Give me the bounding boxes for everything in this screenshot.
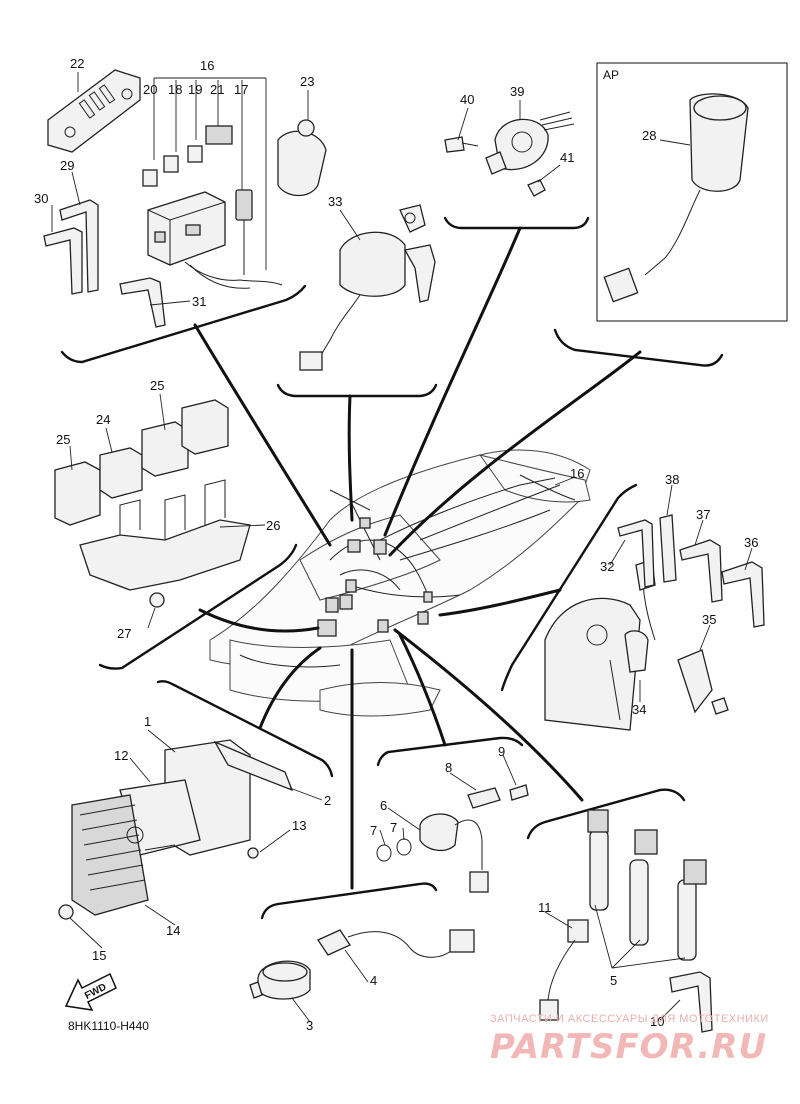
frame-top-left bbox=[60, 284, 307, 364]
group-frames bbox=[60, 216, 724, 920]
part-label-21: 21 bbox=[210, 82, 224, 97]
part-label-30: 30 bbox=[34, 191, 48, 206]
ap-box bbox=[596, 62, 788, 322]
frame-relays bbox=[98, 543, 298, 670]
part-label-34: 34 bbox=[632, 702, 646, 717]
connector-lines bbox=[193, 226, 642, 890]
part-label-16: 16 bbox=[200, 58, 214, 73]
part-label-18: 18 bbox=[168, 82, 182, 97]
watermark-logo: PARTSFOR.RU bbox=[490, 1027, 767, 1067]
frame-right bbox=[500, 483, 638, 692]
cable-tie-10 bbox=[669, 971, 713, 1033]
pressure-switch-3 bbox=[249, 960, 311, 1000]
part-label-3: 3 bbox=[306, 1018, 313, 1033]
part-label-31: 31 bbox=[192, 294, 206, 309]
part-number-labels: 22 16 20 18 19 21 17 23 29 30 31 33 40 3… bbox=[34, 56, 758, 1033]
part-label-25-top: 25 bbox=[150, 378, 164, 393]
part-label-4: 4 bbox=[370, 973, 377, 988]
part-label-35: 35 bbox=[702, 612, 716, 627]
part-label-9: 9 bbox=[498, 744, 505, 759]
frame-regulator bbox=[156, 680, 334, 778]
ap-label: AP bbox=[603, 68, 619, 82]
part-label-32: 32 bbox=[600, 559, 614, 574]
part-label-19: 19 bbox=[188, 82, 202, 97]
fuses-18-21 bbox=[142, 125, 233, 187]
cable-ties-32-38 bbox=[617, 514, 765, 628]
part-label-41: 41 bbox=[560, 150, 574, 165]
sensor-39 bbox=[444, 111, 575, 197]
part-label-2: 2 bbox=[324, 793, 331, 808]
diagram-code: 8HK1110-H440 bbox=[68, 1019, 149, 1033]
cable-ties-29-30-31 bbox=[43, 199, 166, 328]
frame-coils bbox=[526, 788, 686, 840]
regulator-group bbox=[58, 739, 294, 920]
wire-lead-4 bbox=[317, 929, 475, 958]
relays bbox=[54, 399, 251, 608]
part-label-7-left: 7 bbox=[370, 823, 377, 838]
part-label-13: 13 bbox=[292, 818, 306, 833]
part-label-17: 17 bbox=[234, 82, 248, 97]
fuse-cover-22 bbox=[47, 69, 141, 153]
frame-ignition bbox=[276, 383, 438, 398]
part-label-29: 29 bbox=[60, 158, 74, 173]
part-label-39: 39 bbox=[510, 84, 524, 99]
capacitor-23 bbox=[277, 119, 327, 197]
part-label-1: 1 bbox=[144, 714, 151, 729]
part-label-27: 27 bbox=[117, 626, 131, 641]
wire-lead-11 bbox=[539, 919, 589, 1021]
snowmobile-body bbox=[209, 449, 591, 717]
part-label-20: 20 bbox=[143, 82, 157, 97]
part-label-37: 37 bbox=[696, 507, 710, 522]
part-label-25-left: 25 bbox=[56, 432, 70, 447]
coils-5 bbox=[587, 809, 707, 961]
frame-pressure bbox=[260, 882, 438, 920]
watermark-tagline: ЗАПЧАСТИ И АКСЕССУАРЫ ДЛЯ МОТОТЕХНИКИ bbox=[490, 1013, 769, 1025]
sensor-group-6-9 bbox=[376, 784, 529, 893]
fuse-box-16 bbox=[147, 189, 283, 289]
part-label-36: 36 bbox=[744, 535, 758, 550]
part-label-11: 11 bbox=[538, 900, 552, 915]
part-label-16-vehicle: 16 bbox=[570, 466, 584, 481]
part-label-10: 10 bbox=[650, 1014, 664, 1029]
part-label-33: 33 bbox=[328, 194, 342, 209]
part-label-12: 12 bbox=[114, 748, 128, 763]
main-switch-33 bbox=[299, 204, 436, 371]
frame-ap bbox=[553, 328, 724, 367]
part-label-8: 8 bbox=[445, 760, 452, 775]
part-label-14: 14 bbox=[166, 923, 180, 938]
part-label-40: 40 bbox=[460, 92, 474, 107]
part-label-26: 26 bbox=[266, 518, 280, 533]
part-label-38: 38 bbox=[665, 472, 679, 487]
part-label-22: 22 bbox=[70, 56, 84, 71]
bracket-group bbox=[544, 559, 729, 731]
part-label-6: 6 bbox=[380, 798, 387, 813]
frame-sensor-top bbox=[443, 216, 590, 230]
part-label-23: 23 bbox=[300, 74, 314, 89]
leader-lines bbox=[51, 72, 753, 1023]
fwd-arrow: FWD bbox=[64, 972, 117, 1011]
part-label-7-right: 7 bbox=[390, 820, 397, 835]
part-label-5: 5 bbox=[610, 973, 617, 988]
part-label-24: 24 bbox=[96, 412, 110, 427]
part-label-15: 15 bbox=[92, 948, 106, 963]
part-label-28: 28 bbox=[642, 128, 656, 143]
